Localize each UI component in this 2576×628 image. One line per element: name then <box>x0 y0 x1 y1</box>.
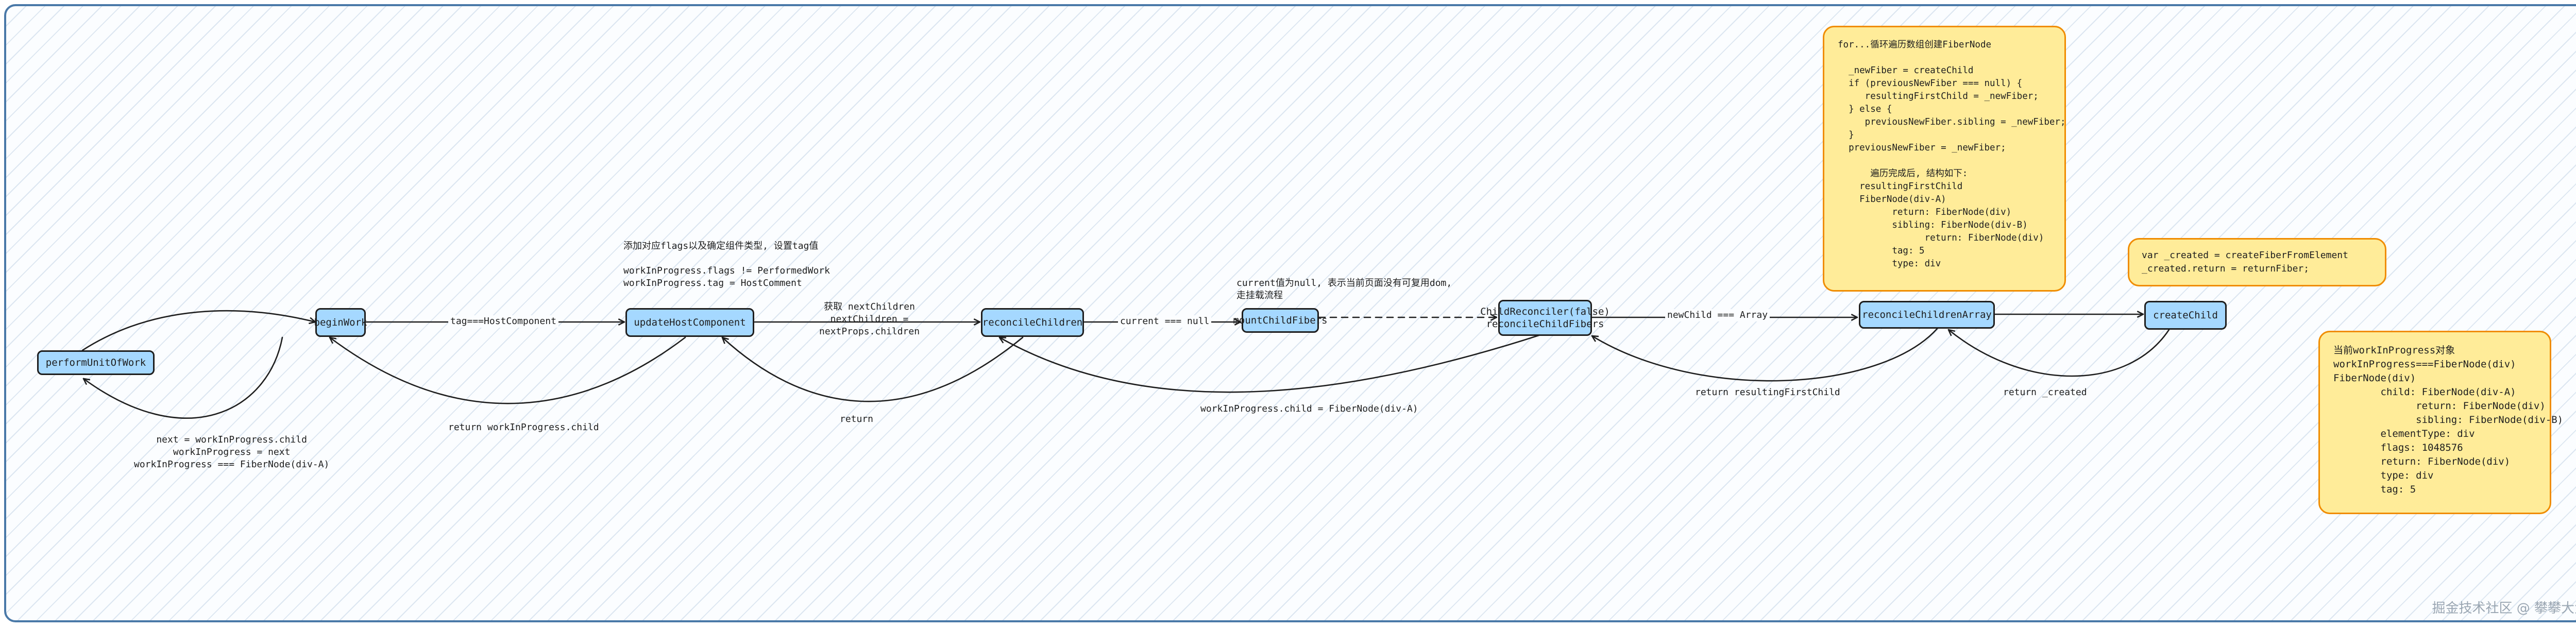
edge-array-return-to-childreconciler <box>1592 328 1938 382</box>
label-tag-host: tag===HostComponent <box>448 315 558 328</box>
note-created: var _created = createFiberFromElement _c… <box>2128 238 2386 286</box>
label-current-null-note: current值为null, 表示当前页面没有可复用dom, 走挂载流程 <box>1236 278 1452 301</box>
node-perform-unit-of-work: performUnitOfWork <box>37 350 155 375</box>
edge-reconcile-return-to-update <box>722 337 1024 402</box>
edge-begin-return-to-perform <box>83 336 283 419</box>
node-child-reconciler: ChildReconciler(false) reconcileChildFib… <box>1480 300 1610 336</box>
label-return-resulting: return resultingFirstChild <box>1695 387 1840 398</box>
node-reconcile-children: reconcileChildren <box>981 308 1084 337</box>
label-newchild-array: newChild === Array <box>1665 309 1770 321</box>
node-begin-work: beginWork <box>314 308 367 337</box>
edge-update-return-to-begin <box>330 337 686 404</box>
child-reconciler-line2: reconcileChildFibers <box>1486 318 1604 330</box>
note-current-wip: 当前workInProgress对象 workInProgress===Fibe… <box>2318 331 2563 514</box>
node-reconcile-children-array: reconcileChildrenArray <box>1859 301 1995 329</box>
edge-createchild-return-to-array <box>1948 330 2170 377</box>
node-create-child: createChild <box>2144 301 2227 330</box>
label-wip-child-div-a: workInProgress.child = FiberNode(div-A) <box>1200 403 1418 414</box>
label-flags-note: 添加对应flags以及确定组件类型, 设置tag值 workInProgress… <box>623 241 830 288</box>
child-reconciler-line1: ChildReconciler(false) <box>1480 306 1610 317</box>
watermark: 掘金技术社区 @ 攀攀大大 <box>2432 601 2576 616</box>
node-update-host-component: updateHostComponent <box>625 308 754 337</box>
edge-childreconciler-return-to-reconcile <box>999 334 1541 393</box>
edge-perform-to-begin <box>81 310 315 351</box>
label-next-assign: next = workInProgress.child workInProgre… <box>134 434 330 470</box>
label-return-wip-child: return workInProgress.child <box>448 422 599 433</box>
note-for-loop: for...循环遍历数组创建FiberNode _newFiber = crea… <box>1823 26 2066 292</box>
label-current-null: current === null <box>1118 315 1212 328</box>
node-mount-child-fibers: mountChildFibers <box>1233 308 1328 333</box>
label-get-next-children: 获取 nextChildren nextChildren = nextProps… <box>819 301 920 337</box>
label-return-plain: return <box>840 414 874 425</box>
label-return-created: return _created <box>2003 387 2087 398</box>
